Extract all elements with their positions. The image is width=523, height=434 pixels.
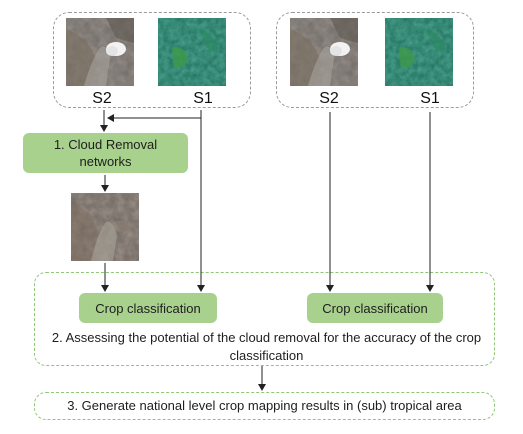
s2-cloudy-image-right [290, 18, 358, 86]
s2-cloud-free-image [71, 193, 139, 261]
s2-label-left: S2 [92, 90, 112, 107]
left-input-group [53, 12, 251, 108]
s1-label-right: S1 [420, 90, 440, 107]
s1-sar-image-right [385, 18, 453, 86]
s1-label-left: S1 [193, 90, 213, 107]
step3-box: 3. Generate national level crop mapping … [34, 392, 495, 420]
right-input-group [276, 12, 474, 108]
step3-text: 3. Generate national level crop mapping … [67, 398, 462, 413]
s2-cloudy-image-left [66, 18, 134, 86]
step2-text: 2. Assessing the potential of the cloud … [51, 330, 482, 363]
s1-sar-image-left [158, 18, 226, 86]
assessment-region [34, 272, 495, 366]
s2-label-right: S2 [319, 90, 339, 107]
crop-classification-right: Crop classification [307, 293, 443, 323]
cloud-removal-box: 1. Cloud Removal networks [23, 133, 188, 173]
crop-classification-left: Crop classification [79, 293, 217, 323]
